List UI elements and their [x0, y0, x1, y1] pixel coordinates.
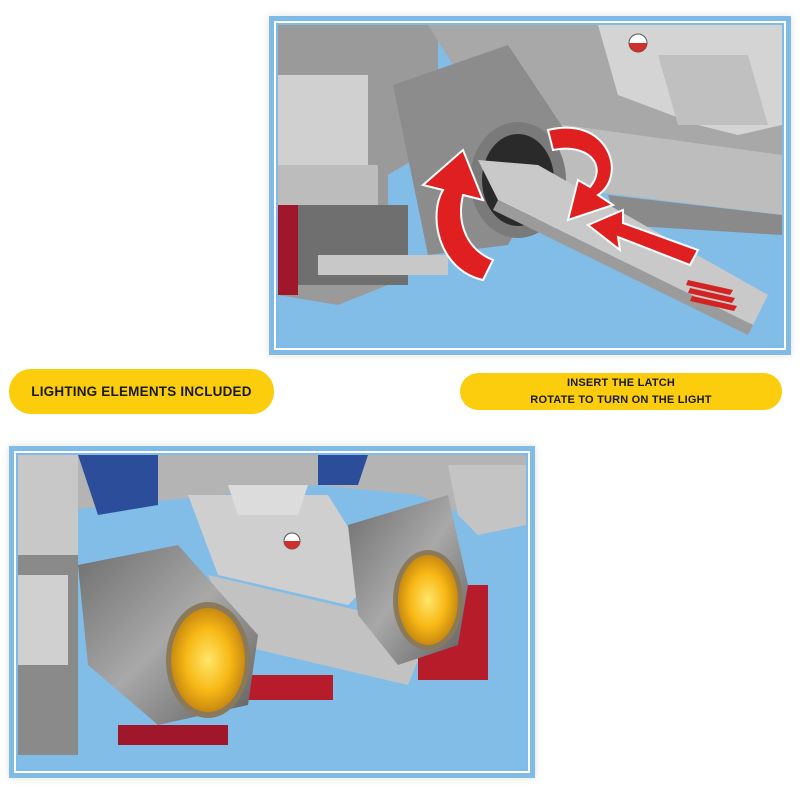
insert-arrow-icon — [586, 208, 700, 267]
engine-lights-photo — [18, 455, 526, 769]
bottom-image-frame — [9, 446, 535, 778]
frame-inner-border — [14, 451, 530, 773]
lighting-elements-badge: LIGHTING ELEMENTS INCLUDED — [9, 369, 274, 414]
rotate-arrow-icon — [420, 126, 616, 282]
latch-insert-photo — [278, 25, 782, 346]
frame-inner-border — [274, 21, 786, 350]
instruction-line-2: ROTATE TO TURN ON THE LIGHT — [530, 393, 712, 406]
top-image-frame — [269, 16, 791, 355]
spaceship-latch-illustration — [278, 25, 782, 346]
lighting-elements-label: LIGHTING ELEMENTS INCLUDED — [31, 384, 252, 399]
instruction-badge: INSERT THE LATCH ROTATE TO TURN ON THE L… — [460, 373, 782, 410]
instruction-line-1: INSERT THE LATCH — [566, 376, 676, 389]
spaceship-engines-illustration — [18, 455, 526, 769]
